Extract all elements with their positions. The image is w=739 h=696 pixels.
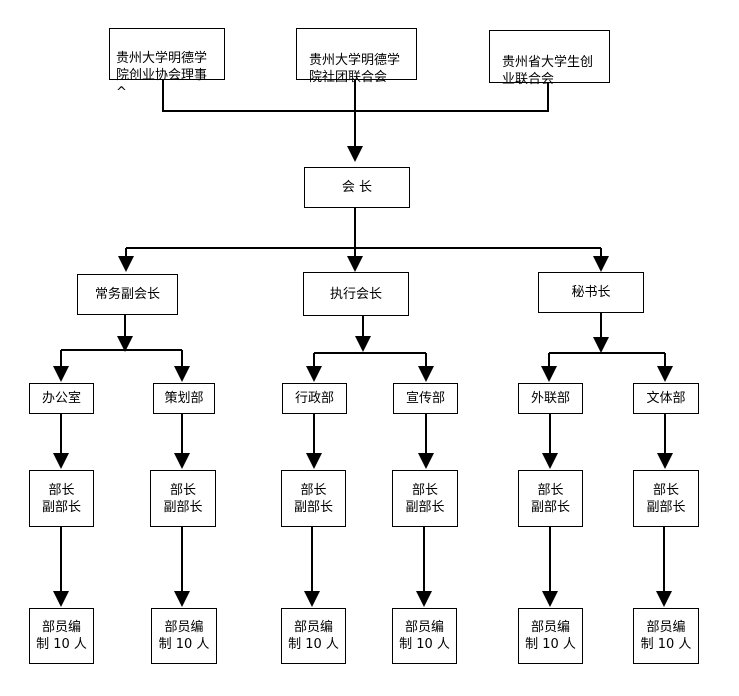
department-label: 办公室 [41, 391, 81, 406]
department-box-3: 行政部 [282, 383, 347, 414]
org-label-1: 贵州大学明德学 院创业协会理事 ^ [116, 51, 208, 100]
org-box-3: 贵州省大学生创 业联合会 [489, 30, 610, 87]
vice-right-label: 秘书长 [571, 285, 611, 300]
org-box-2: 贵州大学明德学 院社团联合会 [296, 28, 417, 85]
president-label: 会 长 [341, 180, 373, 195]
leaders-box-2: 部长 副部长 [150, 470, 216, 527]
department-label: 行政部 [294, 391, 334, 406]
org-box-1: 贵州大学明德学 院创业协会理事 ^ [109, 28, 225, 100]
department-box-4: 宣传部 [393, 383, 458, 414]
members-label: 部员编 制 10 人 [288, 620, 339, 652]
president-box: 会 长 [304, 167, 410, 208]
vice-middle-box: 执行会长 [303, 272, 409, 316]
department-label: 文体部 [646, 391, 686, 406]
members-label: 部员编 制 10 人 [158, 620, 210, 652]
members-box-3: 部员编 制 10 人 [281, 608, 346, 664]
leaders-box-3: 部长 副部长 [281, 470, 346, 527]
members-box-2: 部员编 制 10 人 [151, 608, 217, 664]
leaders-box-1: 部长 副部长 [29, 470, 94, 527]
leaders-label: 部长 副部长 [41, 482, 81, 515]
org-label-3: 贵州省大学生创 业联合会 [502, 55, 594, 87]
vice-left-label: 常务副会长 [94, 287, 160, 302]
members-label: 部员编 制 10 人 [525, 620, 576, 652]
leaders-box-6: 部长 副部长 [633, 470, 699, 527]
department-box-6: 文体部 [633, 383, 699, 414]
members-label: 部员编 制 10 人 [36, 620, 87, 652]
org-label-2: 贵州大学明德学 院社团联合会 [309, 53, 401, 85]
department-label: 宣传部 [405, 391, 445, 406]
vice-left-box: 常务副会长 [77, 274, 178, 315]
vice-right-box: 秘书长 [538, 272, 644, 313]
members-box-5: 部员编 制 10 人 [518, 608, 583, 664]
vice-middle-label: 执行会长 [329, 286, 382, 302]
leaders-label: 部长 副部长 [405, 482, 445, 515]
leaders-label: 部长 副部长 [163, 482, 203, 515]
members-box-4: 部员编 制 10 人 [392, 608, 457, 664]
leaders-label: 部长 副部长 [646, 482, 686, 515]
department-box-1: 办公室 [29, 383, 94, 414]
members-label: 部员编 制 10 人 [399, 620, 450, 652]
leaders-label: 部长 副部长 [293, 482, 333, 515]
members-box-6: 部员编 制 10 人 [633, 608, 699, 664]
department-box-2: 策划部 [153, 383, 215, 414]
department-box-5: 外联部 [518, 383, 583, 414]
leaders-box-5: 部长 副部长 [518, 470, 583, 527]
members-box-1: 部员编 制 10 人 [29, 608, 94, 664]
members-label: 部员编 制 10 人 [640, 620, 692, 652]
department-label: 外联部 [530, 391, 570, 406]
department-label: 策划部 [164, 391, 204, 406]
leaders-label: 部长 副部长 [530, 482, 570, 515]
leaders-box-4: 部长 副部长 [392, 470, 458, 527]
